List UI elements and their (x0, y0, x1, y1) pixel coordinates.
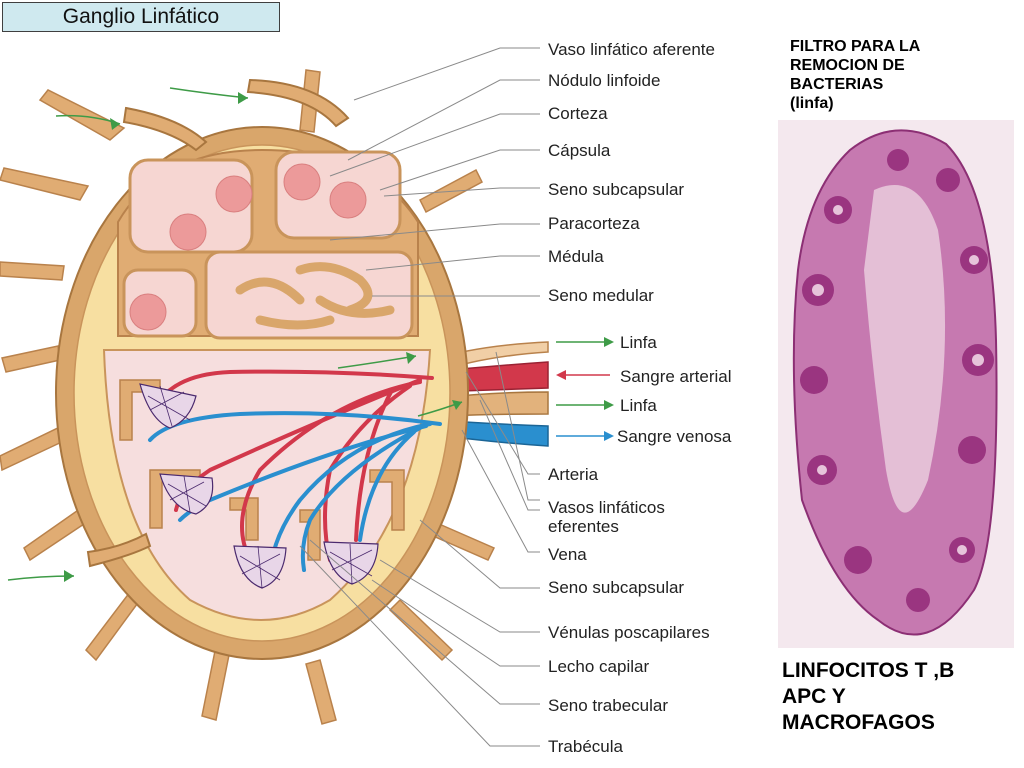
label-seno-medular: Seno medular (548, 286, 654, 305)
label-sangre-arterial: Sangre arterial (620, 367, 732, 386)
label-sangre-venosa: Sangre venosa (617, 427, 732, 446)
filter-note-line-2: REMOCION DE (790, 57, 905, 74)
label-nodulo: Nódulo linfoide (548, 71, 661, 90)
label-vasos-eferentes-1: Vasos linfáticos (548, 498, 665, 517)
label-vaso-aferente: Vaso linfático aferente (548, 40, 715, 59)
label-venulas: Vénulas poscapilares (548, 623, 710, 642)
label-capsula: Cápsula (548, 141, 611, 160)
lymphoid-nodules (129, 163, 367, 331)
label-vena: Vena (548, 545, 587, 564)
label-vasos-eferentes-2: eferentes (548, 517, 619, 536)
afferent-vessels (86, 78, 350, 568)
label-seno-subcapsular-bottom: Seno subcapsular (548, 578, 685, 597)
cells-note-line-1: LINFOCITOS T ,B (782, 659, 955, 682)
cells-note-line-3: MACROFAGOS (782, 711, 935, 734)
label-arteria: Arteria (548, 465, 599, 484)
lymph-arrowheads (64, 92, 614, 582)
arterial-arrowhead (556, 370, 566, 380)
slide-title: Ganglio Linfático (2, 2, 280, 32)
label-linfa-2: Linfa (620, 396, 657, 415)
label-paracorteza: Paracorteza (548, 214, 640, 233)
label-seno-subcapsular-top: Seno subcapsular (548, 180, 685, 199)
medullary-cords (235, 262, 395, 330)
filter-note-line-1: FILTRO PARA LA (790, 38, 921, 55)
venous-arrowhead (604, 431, 614, 441)
cells-note: LINFOCITOS T ,B APC Y MACROFAGOS (782, 658, 954, 736)
arteries (158, 369, 434, 562)
filter-note-line-3: BACTERIAS (790, 76, 884, 93)
filter-note-line-4: (linfa) (790, 95, 834, 112)
label-corteza: Corteza (548, 104, 608, 123)
leader-lines (299, 47, 540, 747)
label-lecho-capilar: Lecho capilar (548, 657, 650, 676)
label-linfa-1: Linfa (620, 333, 657, 352)
cells-note-line-2: APC Y (782, 685, 846, 708)
histology-micrograph (778, 120, 1014, 648)
capillary-mesh (147, 385, 373, 589)
label-trabecula: Trabécula (548, 737, 623, 756)
label-seno-trabecular: Seno trabecular (548, 696, 669, 715)
label-medula: Médula (548, 247, 604, 266)
filter-note: FILTRO PARA LA REMOCION DE BACTERIAS (li… (790, 37, 920, 113)
